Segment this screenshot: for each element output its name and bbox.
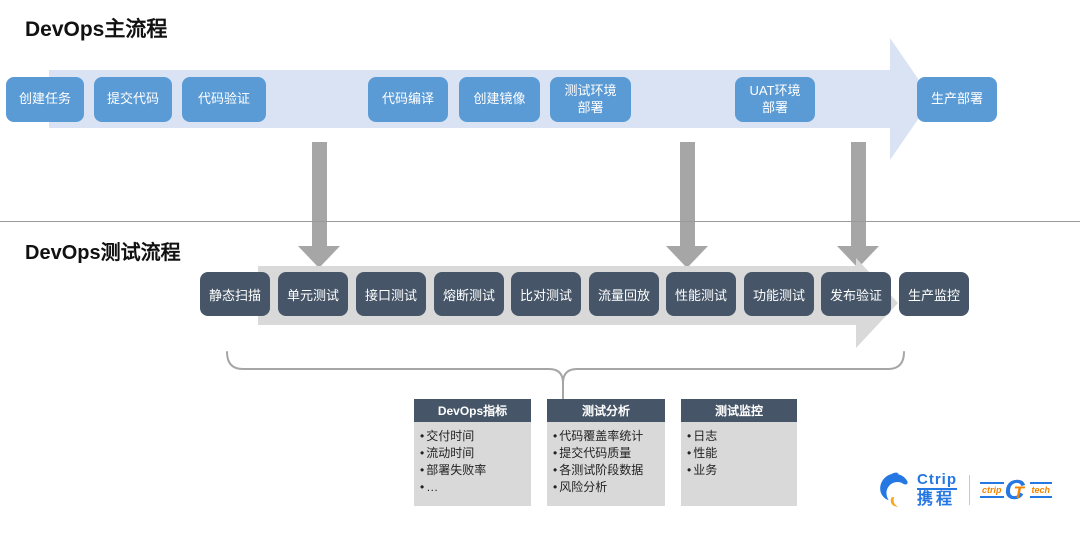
logo-divider — [969, 475, 970, 505]
list-item: 交付时间 — [420, 428, 527, 445]
tech-logo-right-text: tech — [1029, 482, 1053, 498]
tech-logo-left-text: ctrip — [980, 482, 1004, 498]
list-item: … — [420, 479, 527, 496]
main-step-uat-env-deploy: UAT环境 部署 — [735, 77, 815, 122]
list-item: 业务 — [687, 462, 793, 479]
main-step-commit-code: 提交代码 — [94, 77, 172, 122]
main-flow-title: DevOps主流程 — [25, 18, 168, 41]
down-arrow-1-icon — [298, 246, 340, 268]
table-body: 日志 性能 业务 — [681, 422, 797, 506]
list-item: 代码覆盖率统计 — [553, 428, 661, 445]
test-step-traffic-replay: 流量回放 — [589, 272, 659, 316]
down-arrow-2-icon — [666, 246, 708, 268]
test-step-perf-test: 性能测试 — [666, 272, 736, 316]
test-step-static-scan: 静态扫描 — [200, 272, 270, 316]
ctrip-logo: Ctrip 携程 ctrip C T tech — [876, 468, 1053, 512]
down-arrow-2-stem — [680, 142, 695, 246]
main-step-create-task: 创建任务 — [6, 77, 84, 122]
section-divider-line — [0, 221, 1080, 222]
test-step-api-test: 接口测试 — [356, 272, 426, 316]
list-item: 部署失败率 — [420, 462, 527, 479]
ctrip-chinese-wordmark: 携程 — [917, 491, 956, 508]
list-item: 性能 — [687, 445, 793, 462]
main-step-test-env-deploy: 测试环境 部署 — [550, 77, 631, 122]
test-step-circuit-test: 熔断测试 — [434, 272, 504, 316]
test-flow-title: DevOps测试流程 — [25, 242, 181, 264]
test-step-release-verify: 发布验证 — [821, 272, 891, 316]
table-header: 测试分析 — [547, 399, 665, 422]
test-step-prod-monitor: 生产监控 — [899, 272, 969, 316]
main-step-prod-deploy: 生产部署 — [917, 77, 997, 122]
list-item: 流动时间 — [420, 445, 527, 462]
table-body: 代码覆盖率统计 提交代码质量 各测试阶段数据 风险分析 — [547, 422, 665, 506]
main-step-code-compile: 代码编译 — [368, 77, 448, 122]
ctrip-tech-logo: ctrip C T tech — [980, 474, 1053, 506]
down-arrow-1-stem — [312, 142, 327, 246]
down-arrow-3-stem — [851, 142, 866, 246]
ctrip-wordmark: Ctrip — [917, 471, 957, 490]
table-test-monitoring: 测试监控 日志 性能 业务 — [681, 399, 797, 506]
main-step-code-verify: 代码验证 — [182, 77, 266, 122]
table-body: 交付时间 流动时间 部署失败率 … — [414, 422, 531, 506]
list-item: 提交代码质量 — [553, 445, 661, 462]
list-item: 风险分析 — [553, 479, 661, 496]
ctrip-tech-monogram-icon: C T — [1004, 474, 1025, 505]
test-step-compare-test: 比对测试 — [511, 272, 581, 316]
table-devops-metrics: DevOps指标 交付时间 流动时间 部署失败率 … — [414, 399, 531, 506]
test-step-func-test: 功能测试 — [744, 272, 814, 316]
table-test-analysis: 测试分析 代码覆盖率统计 提交代码质量 各测试阶段数据 风险分析 — [547, 399, 665, 506]
list-item: 日志 — [687, 428, 793, 445]
main-step-create-image: 创建镜像 — [459, 77, 540, 122]
table-header: DevOps指标 — [414, 399, 531, 422]
dolphin-icon — [880, 472, 908, 507]
test-step-unit-test: 单元测试 — [278, 272, 348, 316]
list-item: 各测试阶段数据 — [553, 462, 661, 479]
table-header: 测试监控 — [681, 399, 797, 422]
